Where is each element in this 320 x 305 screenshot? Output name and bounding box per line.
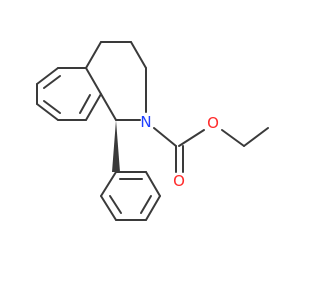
bond-lines [36, 41, 269, 221]
bond [100, 93, 117, 121]
carbonyl-oxygen-label: O [173, 172, 185, 190]
structure-canvas: N O O [36, 41, 269, 221]
bond [145, 171, 161, 197]
bond [36, 103, 59, 121]
nitrogen-atom-label: N [140, 113, 151, 131]
wedge-bond [112, 120, 120, 172]
bond [130, 41, 147, 69]
bond [36, 67, 59, 85]
bond [100, 171, 117, 197]
bond [153, 127, 177, 147]
bond [85, 41, 102, 69]
bond [243, 127, 269, 147]
bond [100, 195, 117, 221]
bond [145, 195, 161, 221]
aromatic-bond [43, 75, 61, 89]
aromatic-bond [109, 195, 122, 214]
molecule-diagram: N O O [36, 41, 269, 221]
bond [221, 129, 245, 147]
aromatic-bond [79, 94, 91, 114]
bond [178, 129, 205, 147]
ester-oxygen-label: O [207, 114, 219, 132]
bond [85, 93, 102, 121]
bond [85, 67, 102, 95]
aromatic-bond [140, 195, 152, 214]
aromatic-bond [43, 100, 61, 114]
